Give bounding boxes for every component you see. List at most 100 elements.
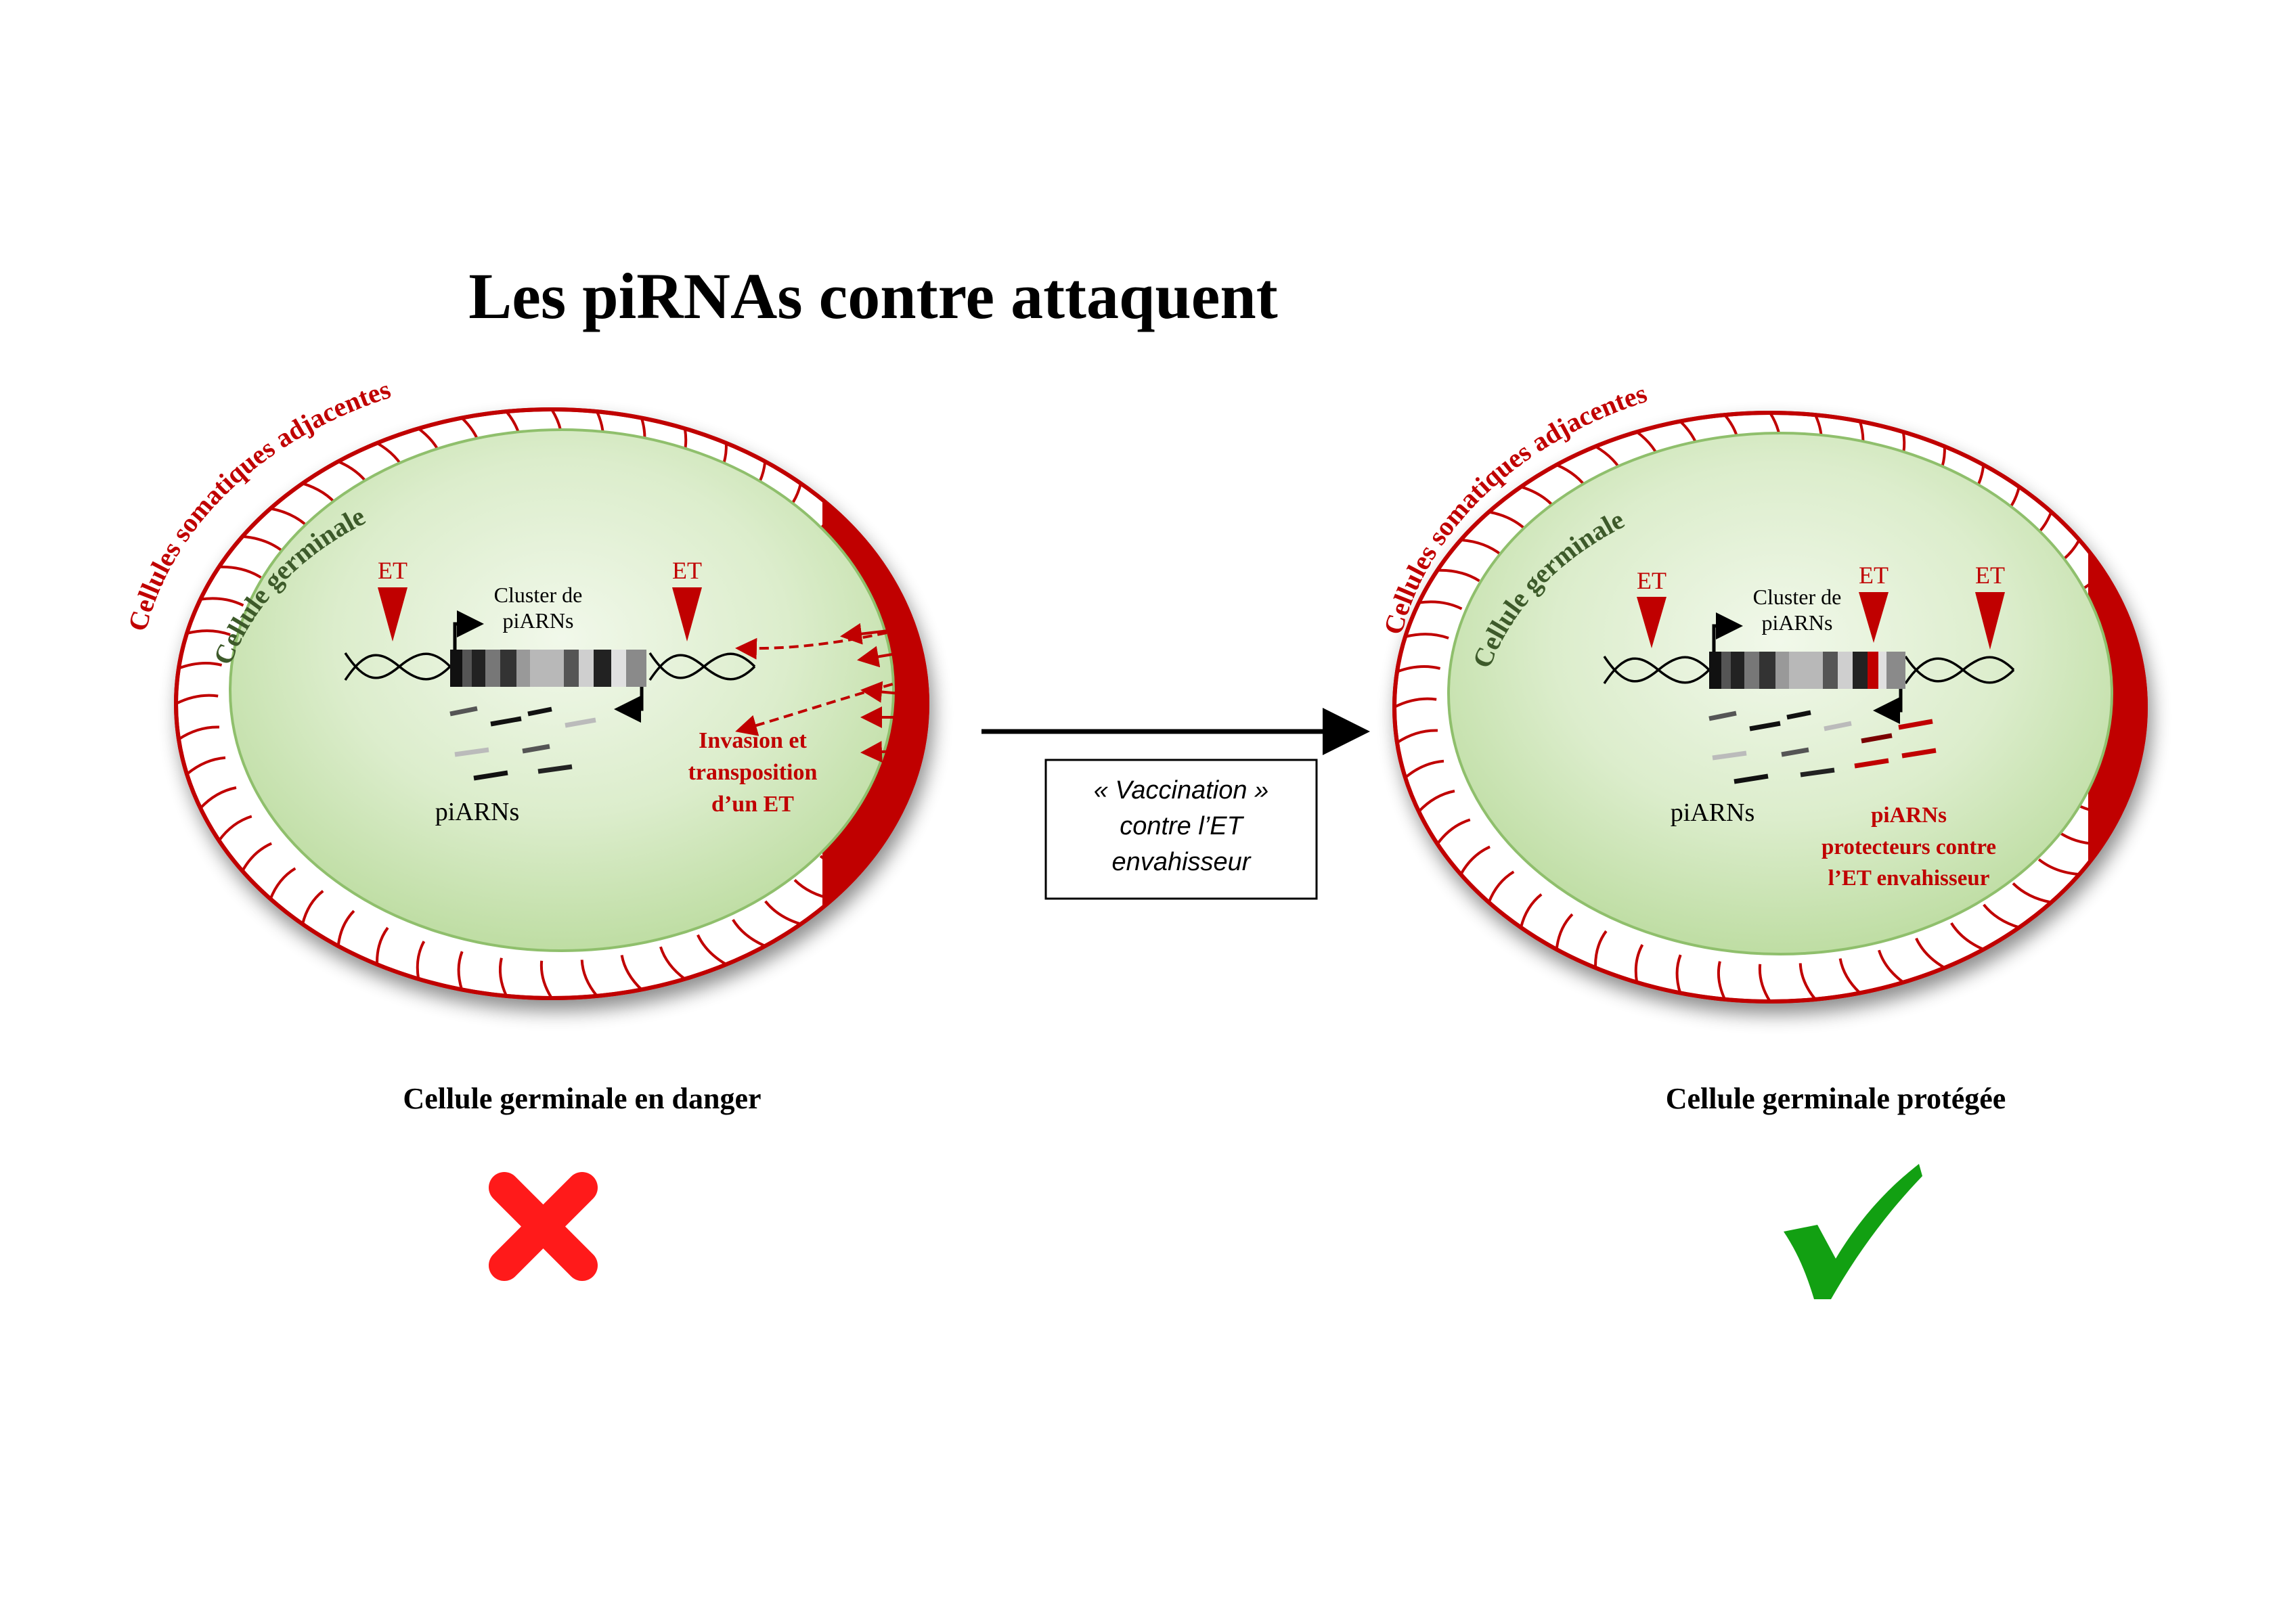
somatic-cell-divider [1461, 538, 1503, 556]
somatic-cell-divider [1950, 922, 1985, 951]
et-marker: ET [1637, 567, 1666, 648]
somatic-cell-divider [539, 960, 553, 998]
somatic-cell-divider [2037, 858, 2079, 876]
left-caption: Cellule germinale en danger [403, 1082, 761, 1115]
left-panel: Cellules somatiques adjacentes Cellule g… [122, 374, 929, 1281]
svg-text:ET: ET [1975, 562, 2005, 589]
somatic-cell-divider [199, 786, 237, 809]
invasion-arrows [735, 623, 908, 763]
somatic-cell-divider [186, 629, 231, 636]
somatic-cell-divider [242, 535, 284, 553]
cluster-label: Cluster de [494, 583, 583, 607]
somatic-cell-divider [185, 756, 226, 775]
piarns-label: piARNs [1671, 798, 1755, 827]
somatic-cell-divider [1675, 954, 1682, 993]
protective-piarns-label: piARNs [1871, 803, 1947, 828]
promoter-arrow-reverse [1873, 689, 1903, 724]
somatic-cell-divider [1437, 568, 1480, 583]
somatic-cell-divider [659, 946, 686, 981]
promoter-arrow-forward [453, 610, 484, 650]
somatic-cell-divider [1405, 633, 1449, 639]
somatic-cell-divider [2077, 804, 2122, 814]
svg-text:envahisseur: envahisseur [1112, 848, 1252, 876]
somatic-cell-divider [219, 565, 262, 579]
piarns-label: piARNs [435, 798, 520, 826]
somatic-cell-divider [1394, 697, 1437, 708]
piarn-cluster-bar [1709, 652, 1905, 689]
somatic-cell-divider [269, 867, 296, 900]
somatic-cell-divider [176, 694, 219, 705]
piarn-cluster-bar [450, 650, 646, 687]
germline-cell [229, 428, 895, 952]
somatic-cell-divider [1396, 665, 1441, 673]
cluster-label: piARNs [1762, 610, 1833, 635]
somatic-cell-divider [1983, 903, 2020, 929]
somatic-cell-divider [241, 842, 272, 872]
cluster-label: Cluster de [1753, 585, 1842, 609]
somatic-cell-divider [819, 855, 861, 873]
somatic-cell-divider [1877, 949, 1904, 984]
somatic-cell-divider [1634, 944, 1644, 983]
right-panel: Cellules somatiques adjacentes Cellule g… [1377, 378, 2148, 1299]
et-marker: ET [378, 557, 407, 641]
right-caption: Cellule germinale protégée [1666, 1082, 2006, 1115]
et-marker: ET [1975, 562, 2005, 650]
somatic-cell-divider [376, 926, 389, 965]
check-icon [1784, 1164, 1922, 1299]
protective-piarns-label: l’ET envahisseur [1828, 866, 1990, 891]
somatic-cell-divider [793, 878, 833, 901]
somatic-cell-divider [1594, 930, 1608, 968]
protective-piarn-fragments [1854, 719, 1937, 769]
svg-text:contre l’ET: contre l’ET [1120, 812, 1244, 840]
somatic-cell-divider [2060, 832, 2103, 846]
somatic-cell-divider [1717, 961, 1726, 1000]
vaccination-box: « Vaccination » contre l’ET envahisseur [1044, 759, 1318, 900]
protective-piarns-label: protecteurs contre [1822, 835, 1996, 859]
somatic-cell-divider [1555, 913, 1574, 950]
somatic-cell-divider [416, 941, 426, 980]
germline-cell [1447, 432, 2113, 955]
somatic-cell-divider [2012, 882, 2052, 904]
et-marker: ET [1859, 562, 1889, 643]
piarn-fragments [1708, 710, 1852, 784]
et-marker: ET [672, 557, 702, 641]
svg-text:ET: ET [672, 557, 702, 584]
dna-helix [1603, 656, 2015, 684]
somatic-cell-divider [498, 958, 508, 997]
cross-icon [489, 1172, 598, 1281]
somatic-cell-divider [200, 597, 244, 607]
somatic-cell-divider [1396, 729, 1438, 744]
somatic-cell-divider [1487, 870, 1515, 903]
promoter-arrow-forward [1712, 612, 1743, 652]
somatic-cell-divider [1436, 818, 1471, 845]
page-title: Les piRNAs contre attaquent [468, 260, 1278, 332]
somatic-cell-divider [732, 919, 766, 947]
promoter-arrow-reverse [614, 687, 644, 723]
svg-text:« Vaccination »: « Vaccination » [1094, 776, 1268, 805]
svg-text:ET: ET [1859, 562, 1889, 589]
somatic-cell-divider [620, 955, 643, 991]
invasion-label: transposition [688, 760, 818, 785]
somatic-cell-divider [178, 662, 223, 670]
svg-text:ET: ET [378, 557, 407, 584]
somatic-cell-divider [1417, 790, 1455, 813]
somatic-cell-divider [301, 890, 324, 925]
somatic-cell-divider [841, 828, 885, 842]
somatic-cell-divider [859, 801, 904, 811]
somatic-cell-divider [1520, 893, 1543, 928]
somatic-cell-divider [1418, 600, 1463, 610]
somatic-cell-divider [177, 725, 220, 741]
cluster-label: piARNs [503, 608, 574, 633]
somatic-cell-divider [1838, 958, 1861, 994]
somatic-cell-divider [336, 909, 355, 947]
somatic-cell-divider [1915, 937, 1945, 969]
invasion-label: Invasion et [699, 728, 807, 753]
somatic-cell-divider [1798, 963, 1817, 1001]
somatic-cell-divider [457, 951, 464, 990]
invasion-label: d’un ET [711, 792, 794, 817]
somatic-cell-divider [1404, 759, 1444, 779]
svg-text:ET: ET [1637, 567, 1666, 594]
somatic-cell-dividers [1394, 413, 2146, 1001]
somatic-cell-divider [1459, 845, 1491, 876]
